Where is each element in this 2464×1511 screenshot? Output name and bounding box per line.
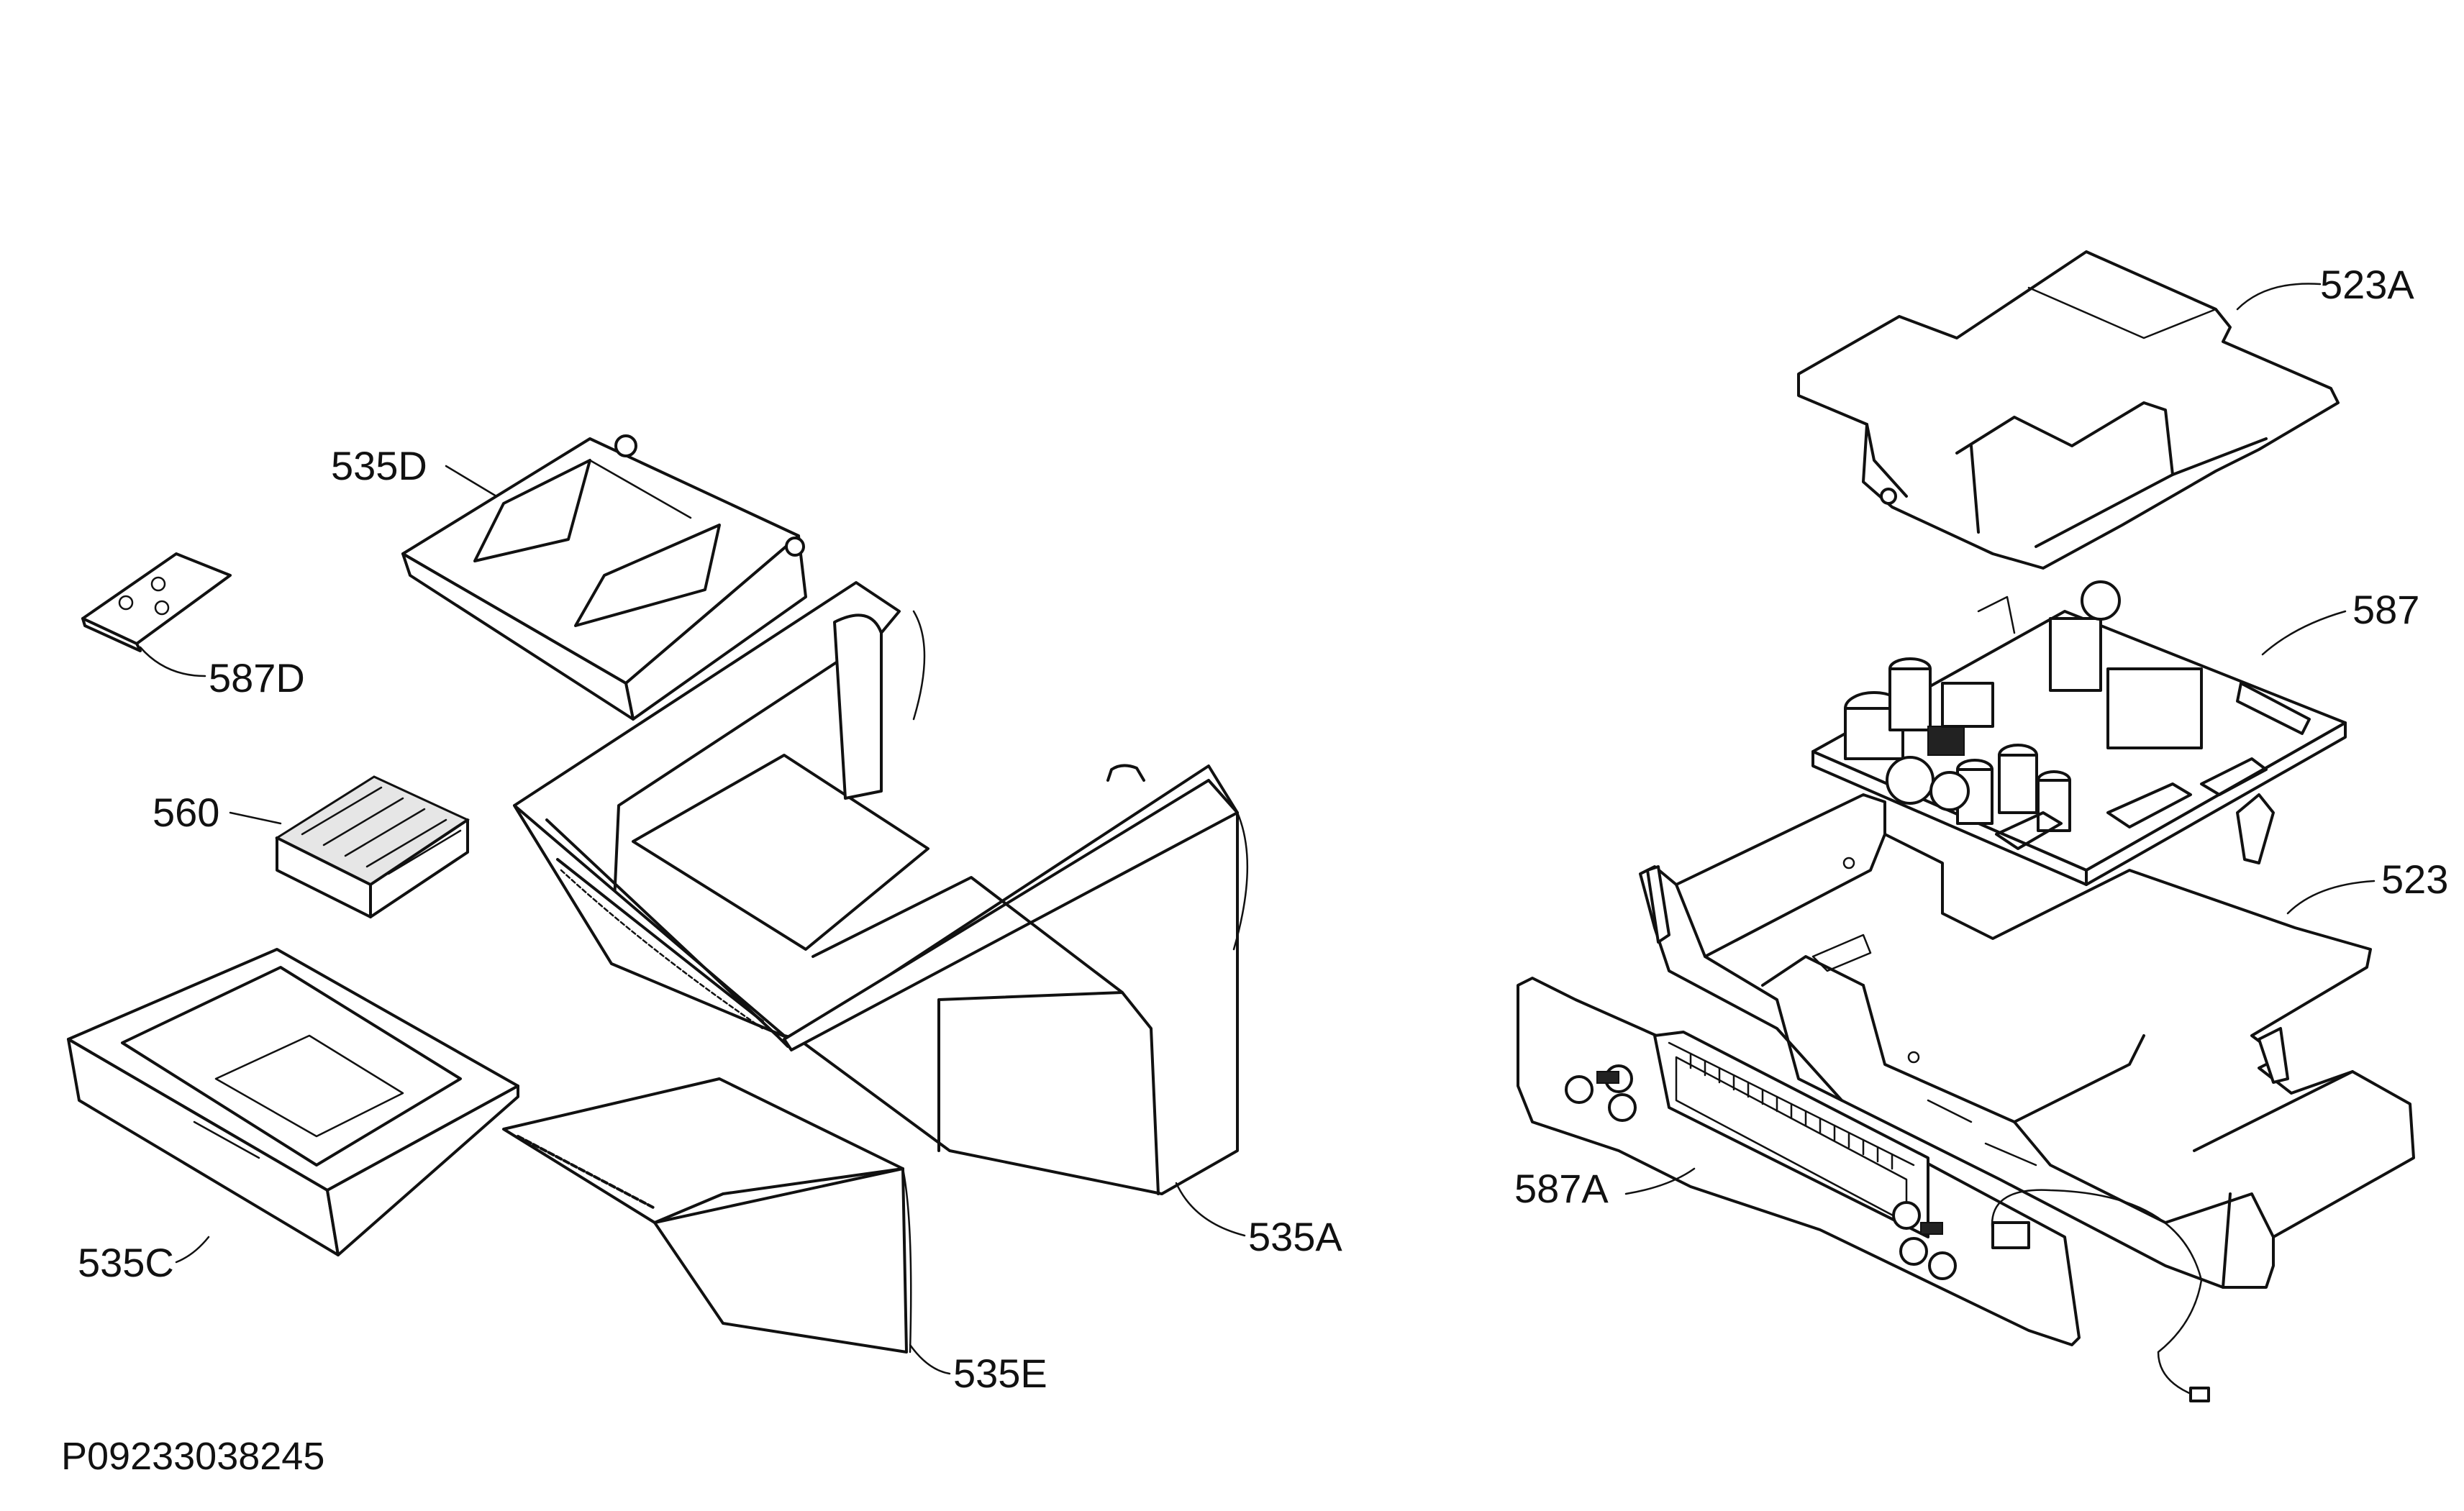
- part-587D-drawing: [81, 552, 232, 652]
- leader-535D: [445, 465, 498, 498]
- callout-523A: 523A: [2320, 262, 2414, 307]
- drawing-code: P09233038245: [61, 1435, 325, 1478]
- callout-523: 523: [2381, 857, 2449, 902]
- part-523-drawing: [1639, 793, 2415, 1289]
- part-587A-drawing: [1517, 977, 2210, 1402]
- callout-535D: 535D: [331, 443, 427, 488]
- part-535E-drawing: [502, 1077, 912, 1353]
- part-523A-drawing: [1797, 250, 2340, 570]
- part-560-drawing: [274, 775, 470, 918]
- part-535D-drawing: [401, 434, 807, 721]
- callout-535E: 535E: [953, 1351, 1047, 1396]
- callout-587D: 587D: [209, 655, 305, 700]
- callout-535A: 535A: [1248, 1214, 1342, 1259]
- part-535A-drawing: [513, 581, 1249, 1195]
- leader-535A: [1175, 1182, 1246, 1237]
- callout-560: 560: [153, 790, 220, 835]
- display-teeth: [1689, 1052, 1894, 1170]
- leader-523A: [2236, 283, 2322, 311]
- leader-587A: [1624, 1167, 1696, 1195]
- leader-523: [2286, 880, 2376, 915]
- part-535C-drawing: [67, 948, 519, 1256]
- leader-535E: [909, 1343, 951, 1375]
- leader-560: [229, 811, 282, 825]
- callout-587: 587: [2352, 587, 2420, 632]
- callout-587A: 587A: [1514, 1166, 1609, 1211]
- callout-535C: 535C: [78, 1240, 174, 1285]
- leader-535C: [175, 1236, 210, 1264]
- part-587-drawing: [1811, 580, 2347, 886]
- leader-587D: [139, 646, 206, 677]
- leader-587: [2261, 610, 2347, 656]
